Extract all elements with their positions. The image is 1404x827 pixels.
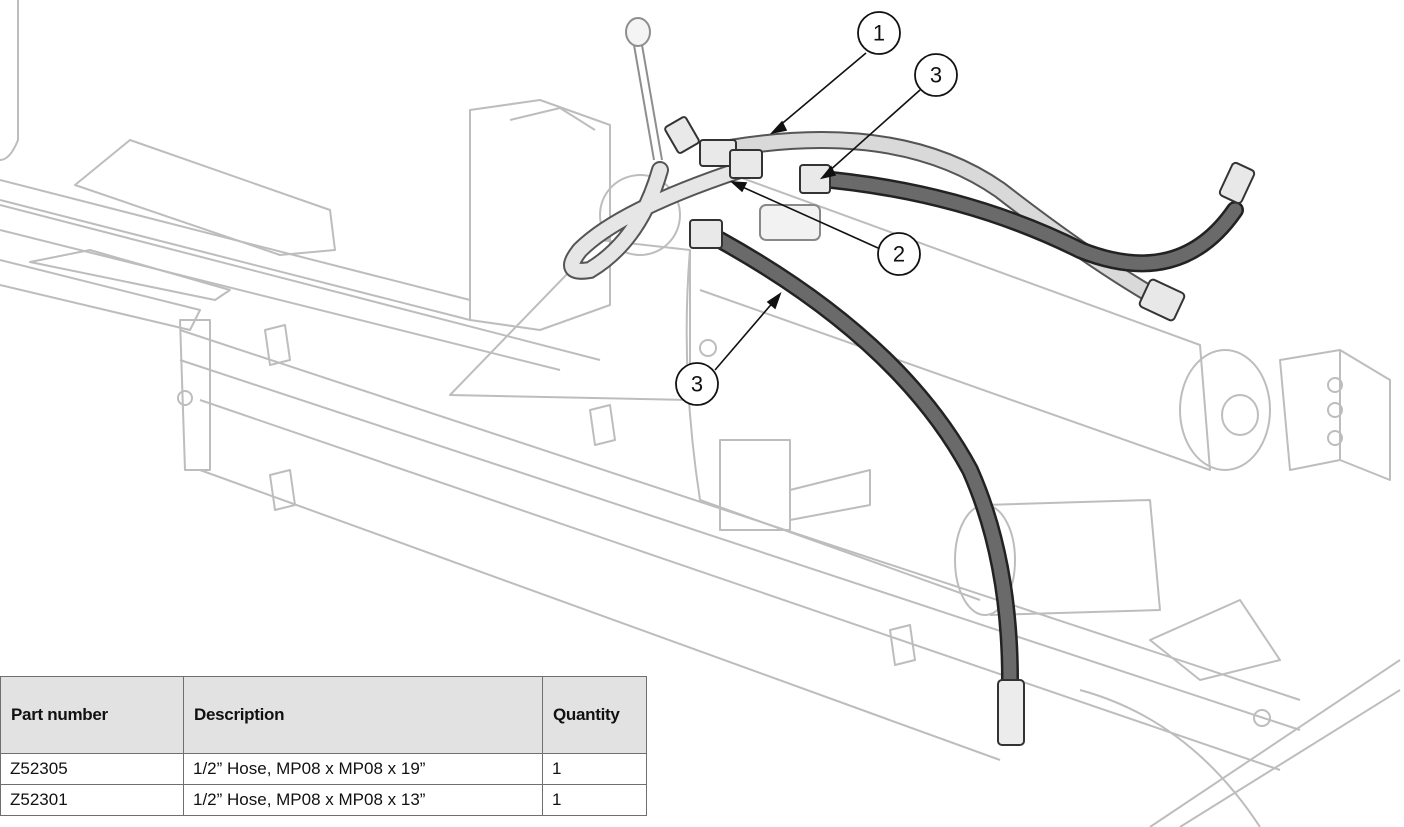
hose-2 xyxy=(563,161,749,280)
parts-table-header: Part number Description Quantity xyxy=(0,676,647,754)
hose-1 xyxy=(721,131,1186,322)
callout-1: 1 xyxy=(857,11,901,55)
col-description: Description xyxy=(183,676,543,754)
description-cell: 1/2” Hose, MP08 x MP08 x 19” xyxy=(183,753,543,785)
part-number-cell: Z52305 xyxy=(0,753,184,785)
svg-text:3: 3 xyxy=(691,372,703,397)
part-number-cell: Z52301 xyxy=(0,784,184,816)
parts-table: Part number Description Quantity Z52305 … xyxy=(0,676,647,816)
col-quantity: Quantity xyxy=(542,676,647,754)
callout-leaders xyxy=(714,52,921,371)
description-cell: 1/2” Hose, MP08 x MP08 x 13” xyxy=(183,784,543,816)
callout-2: 2 xyxy=(877,232,921,276)
quantity-cell: 1 xyxy=(542,784,647,816)
control-lever xyxy=(625,17,663,161)
callout-3-upper: 3 xyxy=(914,53,958,97)
svg-text:3: 3 xyxy=(930,63,942,88)
table-row: Z52305 1/2” Hose, MP08 x MP08 x 19” 1 xyxy=(0,753,647,785)
svg-text:2: 2 xyxy=(893,242,905,267)
table-row: Z52301 1/2” Hose, MP08 x MP08 x 13” 1 xyxy=(0,784,647,816)
svg-text:1: 1 xyxy=(873,21,885,46)
hose-3-lower xyxy=(711,231,1025,746)
hose-3-upper xyxy=(801,161,1256,273)
quantity-cell: 1 xyxy=(542,753,647,785)
callout-3-lower: 3 xyxy=(675,362,719,406)
col-part-number: Part number xyxy=(0,676,184,754)
valve-fittings xyxy=(664,116,831,249)
